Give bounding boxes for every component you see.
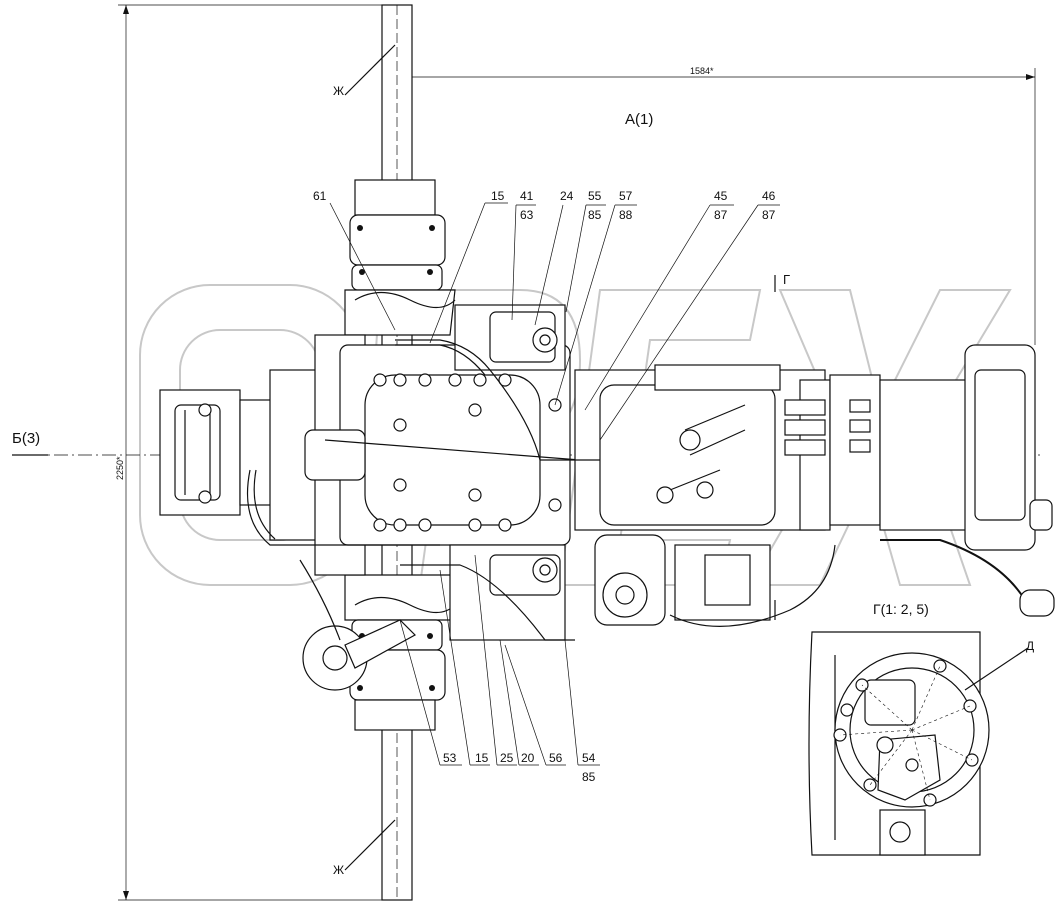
cut-label-top: Ж <box>333 84 344 98</box>
callout-15-bottom: 15 <box>475 751 489 765</box>
detail-view-label: Г(1: 2, 5) <box>873 601 929 617</box>
callout-45: 45 <box>714 189 728 203</box>
view-label-side: Б(3) <box>12 430 40 447</box>
callout-41: 41 <box>520 189 534 203</box>
callout-53: 53 <box>443 751 457 765</box>
callout-54-sub: 85 <box>582 770 596 784</box>
section-label-top: Г <box>783 272 790 287</box>
bottom-filter-block <box>449 544 566 641</box>
lower-final-drive <box>302 574 456 731</box>
callout-54: 54 <box>582 751 596 765</box>
callout-24: 24 <box>560 189 574 203</box>
detail-view <box>808 631 1029 856</box>
section-cuts <box>344 44 396 871</box>
callout-55-sub: 85 <box>588 208 602 222</box>
callout-57: 57 <box>619 189 633 203</box>
top-filter-block <box>454 304 566 371</box>
callouts-top: 61 15 41 63 24 55 85 57 88 45 87 46 87 <box>313 189 780 441</box>
cut-label-bottom: Ж <box>333 863 344 877</box>
callout-55: 55 <box>588 189 602 203</box>
clutch-housing <box>880 344 1055 617</box>
view-label-main: А(1) <box>625 111 653 128</box>
pipes <box>246 339 600 641</box>
callout-41-sub: 63 <box>520 208 534 222</box>
callout-15-top: 15 <box>491 189 505 203</box>
callout-25: 25 <box>500 751 514 765</box>
callout-57-sub: 88 <box>619 208 633 222</box>
gearbox-section <box>574 364 971 531</box>
callout-56: 56 <box>549 751 563 765</box>
callout-61: 61 <box>313 189 327 203</box>
upper-final-drive <box>344 179 456 336</box>
callout-20: 20 <box>521 751 535 765</box>
callout-46: 46 <box>762 189 776 203</box>
view-labels: А(1) Б(3) Г Г(1: 2, 5) Д Ж Ж 1584* 2250* <box>12 66 1034 877</box>
pump-assembly <box>594 534 836 627</box>
callout-45-sub: 87 <box>714 208 728 222</box>
callout-46-sub: 87 <box>762 208 776 222</box>
height-dimension: 2250* <box>115 456 125 480</box>
width-dimension: 1584* <box>690 66 714 76</box>
detail-callout-label: Д <box>1026 639 1034 653</box>
callouts-bottom: 53 15 25 20 56 54 85 <box>399 554 600 784</box>
central-housing <box>269 334 581 576</box>
